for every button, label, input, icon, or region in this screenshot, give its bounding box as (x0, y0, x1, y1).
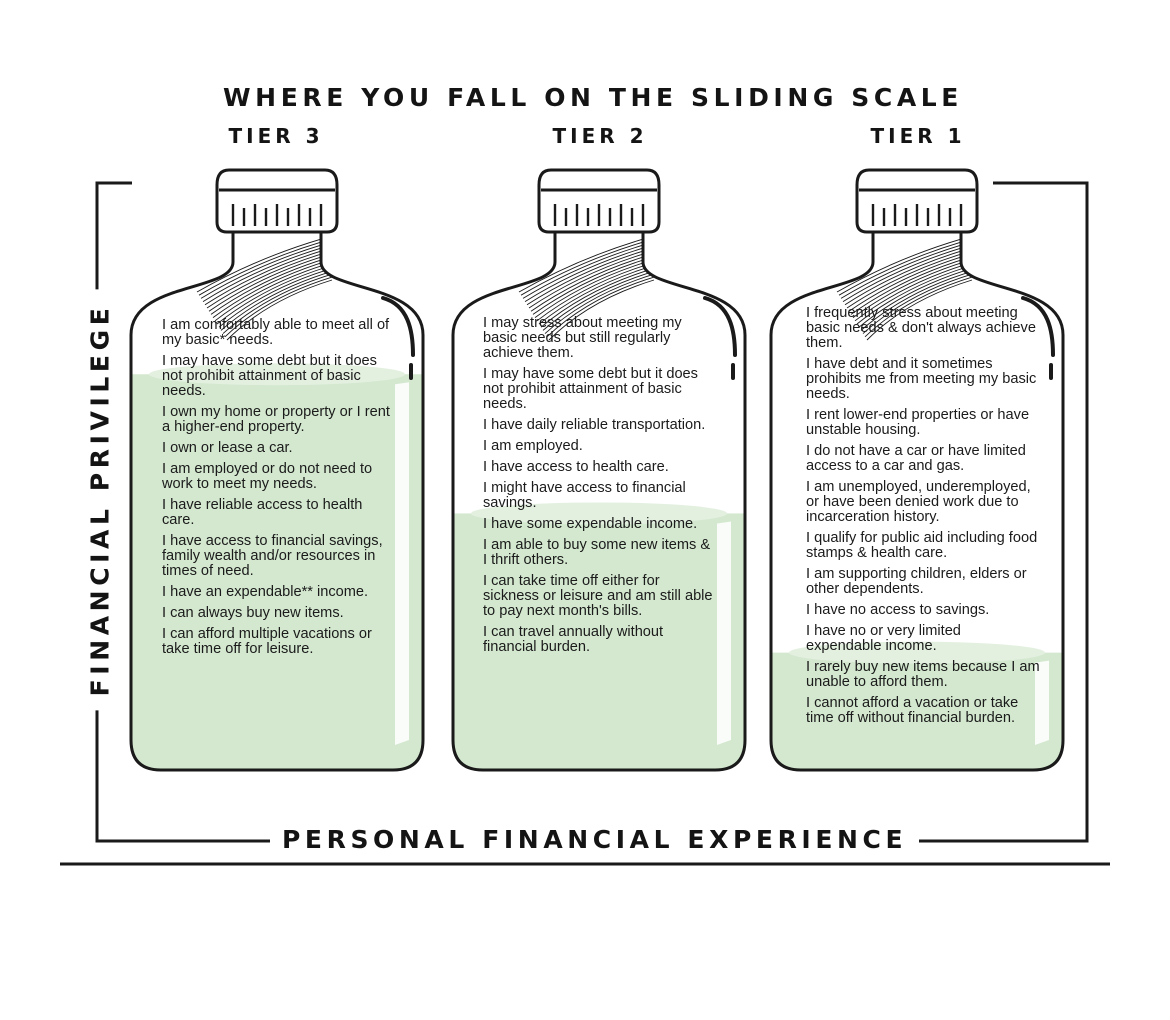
y-axis-label: FINANCIAL PRIVILEGE (85, 289, 115, 711)
statement-item: I own my home or property or I rent a hi… (162, 404, 390, 435)
tier-3-statements: I am comfortably able to meet all of my … (162, 318, 394, 663)
statement-item: I am able to buy some new items & I thri… (483, 537, 711, 568)
bottle-outline (769, 230, 1065, 772)
bottle-outline (451, 230, 747, 772)
glass-highlight (1035, 660, 1049, 745)
liquid-surface (149, 363, 405, 386)
statement-item: I have daily reliable transportation. (483, 417, 706, 433)
statement-item: I rent lower-end properties or have unst… (806, 407, 1030, 438)
statement-item: I own or lease a car. (162, 440, 293, 456)
statement-item: I am employed. (483, 438, 583, 454)
bottle-outline (129, 230, 425, 772)
bottle-1 (129, 168, 425, 772)
glass-highlight (717, 521, 731, 745)
statement-item: I can afford multiple vacations or take … (162, 626, 372, 657)
statement-item: I frequently stress about meeting basic … (806, 305, 1036, 351)
statement-item: I can travel annually without financial … (483, 624, 664, 655)
diagram-title: WHERE YOU FALL ON THE SLIDING SCALE (223, 83, 963, 112)
x-axis-label: PERSONAL FINANCIAL EXPERIENCE (270, 825, 920, 854)
statement-item: I have debt and it sometimes prohibits m… (806, 356, 1037, 402)
statement-item: I cannot afford a vacation or take time … (806, 695, 1019, 726)
tier-2-statements: I may stress about meeting my basic need… (483, 316, 715, 661)
tier-label: TIER 2 (552, 124, 648, 148)
statement-item: I have access to health care. (483, 459, 669, 475)
statement-item: I am employed or do not need to work to … (162, 461, 373, 492)
liquid-fill (771, 652, 1063, 770)
shine-stroke (703, 296, 737, 357)
statement-item: I may have some debt but it does not pro… (162, 353, 377, 399)
tier-1-statements: I frequently stress about meeting basic … (806, 306, 1040, 732)
bottle-cap (215, 168, 339, 234)
statement-item: I am comfortably able to meet all of my … (162, 317, 390, 348)
statement-item: I qualify for public aid including food … (806, 530, 1038, 561)
statement-item: I might have access to financial savings… (483, 480, 686, 511)
axis-frame-right (918, 181, 1089, 843)
statement-item: I have some expendable income. (483, 516, 698, 532)
statement-item: I can take time off either for sickness … (483, 573, 713, 619)
statement-item: I rarely buy new items because I am unab… (806, 659, 1040, 690)
statement-item: I may stress about meeting my basic need… (483, 315, 682, 361)
shine-stroke (381, 296, 415, 357)
tier-label: TIER 3 (228, 124, 324, 148)
statement-item: I am supporting children, elders or othe… (806, 566, 1027, 597)
liquid-surface (789, 641, 1045, 664)
statement-item: I have reliable access to health care. (162, 497, 363, 528)
bottle-2 (451, 168, 747, 772)
bottle-3 (769, 168, 1065, 772)
tier-label: TIER 1 (870, 124, 966, 148)
shine-stroke (1021, 296, 1055, 357)
statement-item: I have no access to savings. (806, 602, 990, 618)
glass-highlight (395, 382, 409, 745)
bottle-cap (855, 168, 979, 234)
statement-item: I do not have a car or have limited acce… (806, 443, 1026, 474)
liquid-fill (453, 513, 745, 770)
liquid-fill (131, 374, 423, 770)
statement-item: I have access to financial savings, fami… (162, 533, 383, 579)
statement-item: I have no or very limited expendable inc… (806, 623, 961, 654)
liquid-surface (471, 502, 727, 525)
statement-item: I am unemployed, underemployed, or have … (806, 479, 1031, 525)
bottle-cap (537, 168, 661, 234)
statement-item: I may have some debt but it does not pro… (483, 366, 698, 412)
statement-item: I have an expendable** income. (162, 584, 369, 600)
statement-item: I can always buy new items. (162, 605, 344, 621)
